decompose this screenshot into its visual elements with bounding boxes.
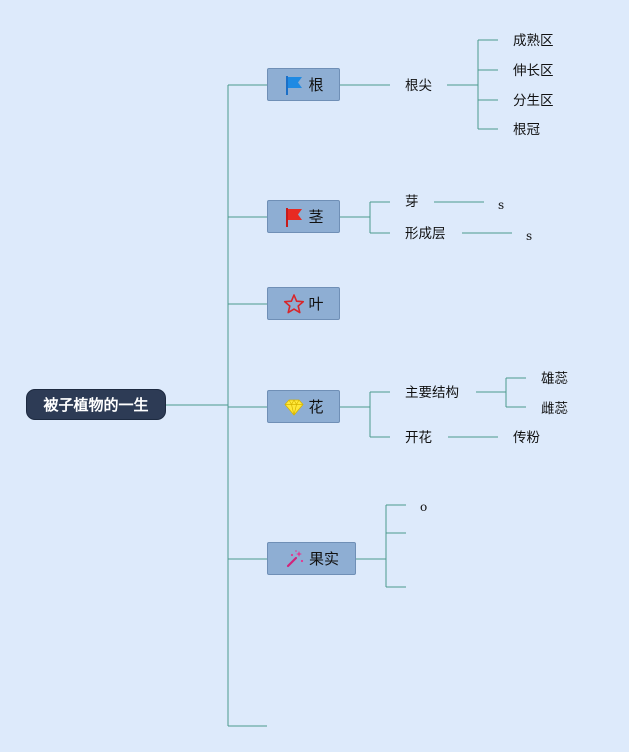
magic-wand-icon — [284, 548, 306, 570]
stem-bud-note[interactable]: s — [498, 198, 505, 212]
flower-main-structure[interactable]: 主要结构 — [405, 385, 459, 401]
topic-leaf[interactable]: 叶 — [267, 287, 340, 320]
zone-root-cap[interactable]: 根冠 — [513, 122, 540, 138]
topic-flower[interactable]: 花 — [267, 390, 340, 423]
fruit-note[interactable]: o — [420, 500, 428, 514]
blue-flag-icon — [283, 74, 305, 96]
topic-label: 果实 — [308, 550, 339, 568]
zone-maturation[interactable]: 成熟区 — [513, 33, 554, 49]
root-tip-label[interactable]: 根尖 — [405, 78, 432, 94]
topic-label: 根 — [308, 76, 324, 94]
topic-label: 叶 — [308, 295, 324, 313]
topic-label: 花 — [308, 398, 324, 416]
yellow-diamond-icon — [283, 396, 305, 418]
zone-meristem[interactable]: 分生区 — [513, 93, 554, 109]
topic-label: 茎 — [308, 208, 324, 226]
zone-elongation[interactable]: 伸长区 — [513, 63, 554, 79]
red-flag-icon — [283, 206, 305, 228]
topic-stem[interactable]: 茎 — [267, 200, 340, 233]
stem-cambium-note[interactable]: s — [526, 229, 533, 243]
root-node[interactable]: 被子植物的一生 — [26, 389, 166, 420]
flower-pollination[interactable]: 传粉 — [513, 430, 540, 446]
stem-cambium-label[interactable]: 形成层 — [405, 226, 446, 242]
topic-root[interactable]: 根 — [267, 68, 340, 101]
flower-blooming[interactable]: 开花 — [405, 430, 432, 446]
flower-pistil[interactable]: 雌蕊 — [541, 401, 568, 417]
stem-bud-label[interactable]: 芽 — [405, 194, 419, 210]
topic-fruit[interactable]: 果实 — [267, 542, 356, 575]
red-star-outline-icon — [283, 293, 305, 315]
flower-stamen[interactable]: 雄蕊 — [541, 371, 568, 387]
